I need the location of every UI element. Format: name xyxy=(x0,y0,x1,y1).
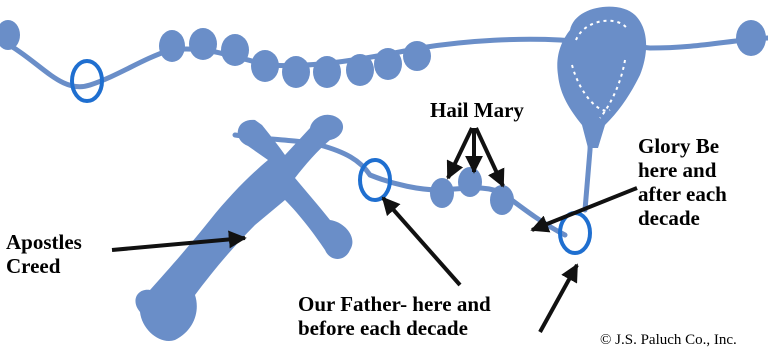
glory-be-line-3: after each xyxy=(638,182,727,206)
arrow-icon xyxy=(446,127,474,180)
glory-be-label: Glory Be here and after each decade xyxy=(638,134,727,230)
arrow-icon xyxy=(111,230,247,252)
arrow-icon xyxy=(530,186,638,233)
crucifix-icon xyxy=(135,114,353,341)
hail-mary-label: Hail Mary xyxy=(430,98,524,122)
rosary-centerpiece xyxy=(557,6,647,148)
glory-be-line-2: here and xyxy=(638,158,717,182)
bead-ring-icon xyxy=(70,59,104,103)
apostles-creed-line-1: Apostles xyxy=(6,230,82,254)
glory-be-line-1: Glory Be xyxy=(638,134,720,158)
decade-beads xyxy=(430,167,514,215)
our-father-line-1: Our Father- here and xyxy=(298,292,491,316)
apostles-creed-line-2: Creed xyxy=(6,254,61,278)
bead-ring-icon xyxy=(358,158,392,202)
copyright-notice: © J.S. Paluch Co., Inc. xyxy=(600,332,737,348)
apostles-creed-label: Apostles Creed xyxy=(6,230,82,278)
arrow-icon xyxy=(538,263,579,333)
top-beads xyxy=(0,20,766,88)
arrows xyxy=(111,127,638,333)
our-father-label: Our Father- here and before each decade xyxy=(298,292,491,340)
our-father-line-2: before each decade xyxy=(298,316,468,340)
arrow-icon xyxy=(381,196,462,287)
glory-be-line-4: decade xyxy=(638,206,700,230)
arrow-icon xyxy=(474,127,505,188)
